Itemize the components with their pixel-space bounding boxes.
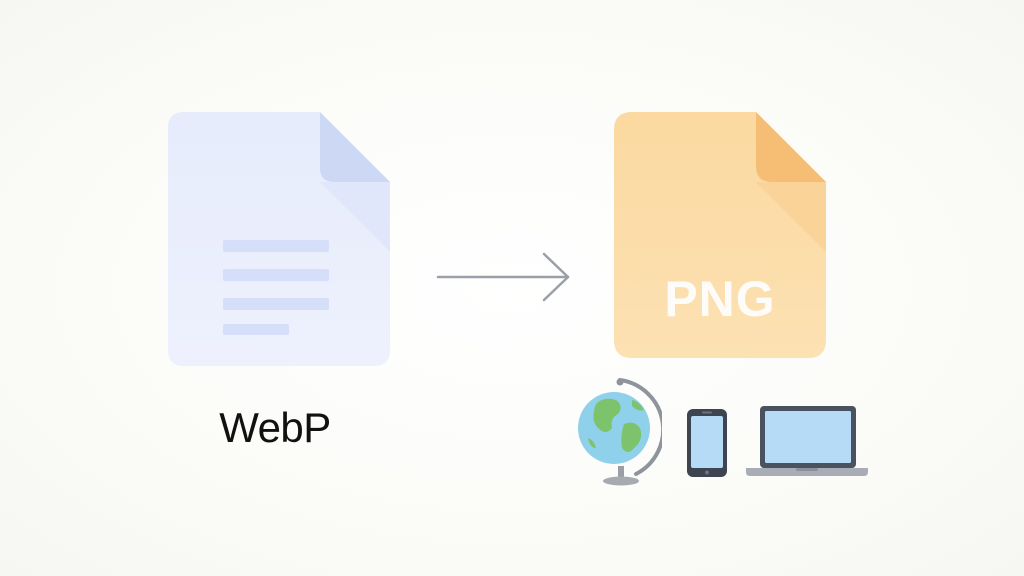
compatible-devices [570, 376, 874, 488]
target-format-label: PNG [664, 271, 776, 327]
globe-icon [574, 378, 662, 486]
png-file-icon [614, 112, 826, 358]
conversion-arrow-icon [436, 250, 576, 306]
smartphone-icon [686, 408, 728, 478]
webp-file-icon [168, 112, 390, 366]
source-format-label: WebP [219, 404, 331, 451]
laptop-icon [746, 406, 868, 476]
